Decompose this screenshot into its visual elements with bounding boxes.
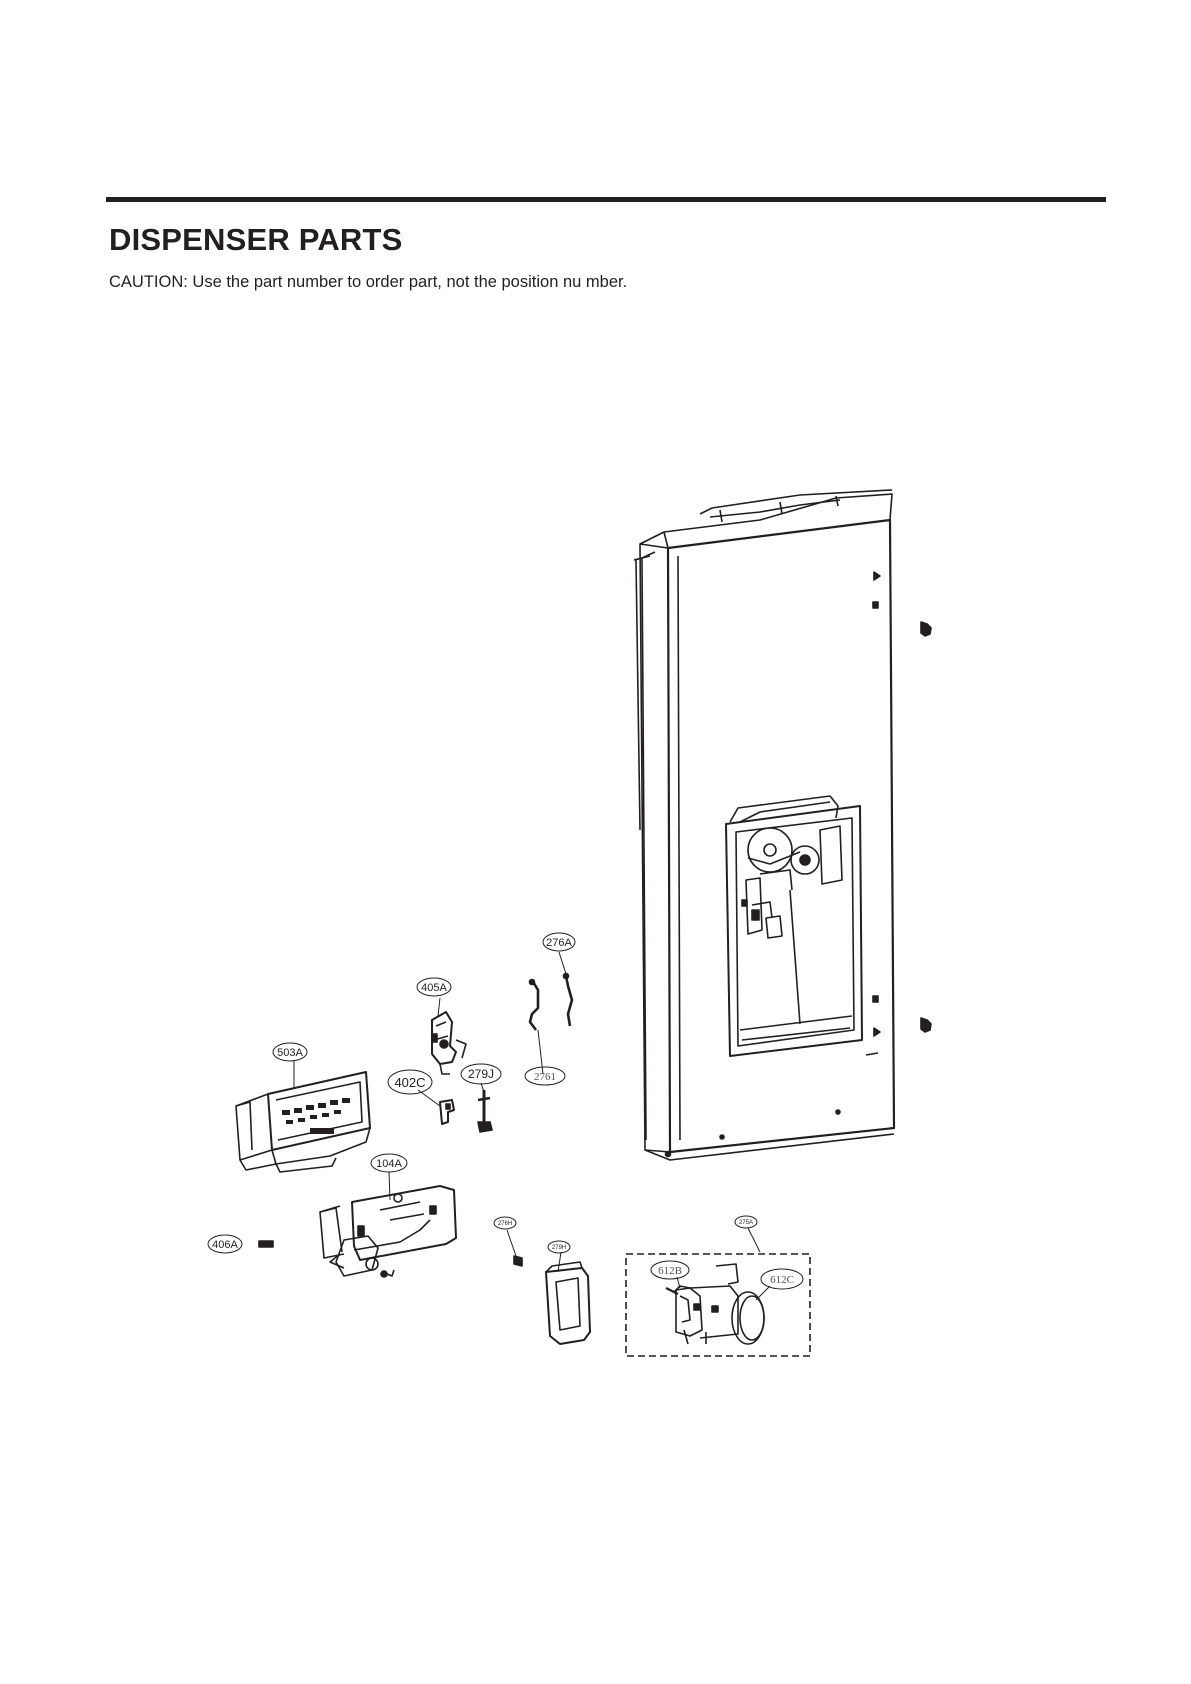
callout-279H: 279H	[552, 1245, 566, 1251]
callout-503A: 503A	[277, 1047, 303, 1059]
callout-612C: 612C	[770, 1274, 794, 1286]
part-104A-housing	[319, 1185, 457, 1278]
part-503A-display-panel	[235, 1071, 371, 1173]
part-405A-bracket	[431, 1011, 467, 1075]
callout-276A: 276A	[546, 937, 572, 949]
part-276H	[513, 1255, 523, 1267]
part-279J-pin	[477, 1090, 493, 1133]
callout-balloons	[207, 932, 804, 1290]
callout-406A: 406A	[212, 1239, 238, 1251]
callout-276H: 276H	[498, 1221, 512, 1227]
callout-612B: 612B	[658, 1265, 682, 1277]
page-title: DISPENSER PARTS	[109, 222, 403, 257]
callout-275A: 275A	[739, 1220, 753, 1226]
header-rule	[106, 197, 1106, 202]
callout-405A: 405A	[421, 982, 447, 994]
part-279H-cover	[545, 1261, 591, 1345]
leader-lines	[258, 951, 771, 1301]
part-402C	[439, 1099, 455, 1125]
caution-note: CAUTION: Use the part number to order pa…	[109, 273, 628, 291]
callout-402C: 402C	[394, 1075, 425, 1090]
callout-279J: 279J	[468, 1067, 494, 1081]
door-assembly	[633, 489, 932, 1161]
callout-104A: 104A	[376, 1158, 402, 1170]
callout-labels: 276A 405A 503A 402C 279J 2761 104A 406A …	[212, 937, 794, 1286]
callout-2761: 2761	[534, 1071, 556, 1083]
part-276A-springs	[528, 972, 574, 1031]
part-275A-assembly	[625, 1253, 811, 1357]
